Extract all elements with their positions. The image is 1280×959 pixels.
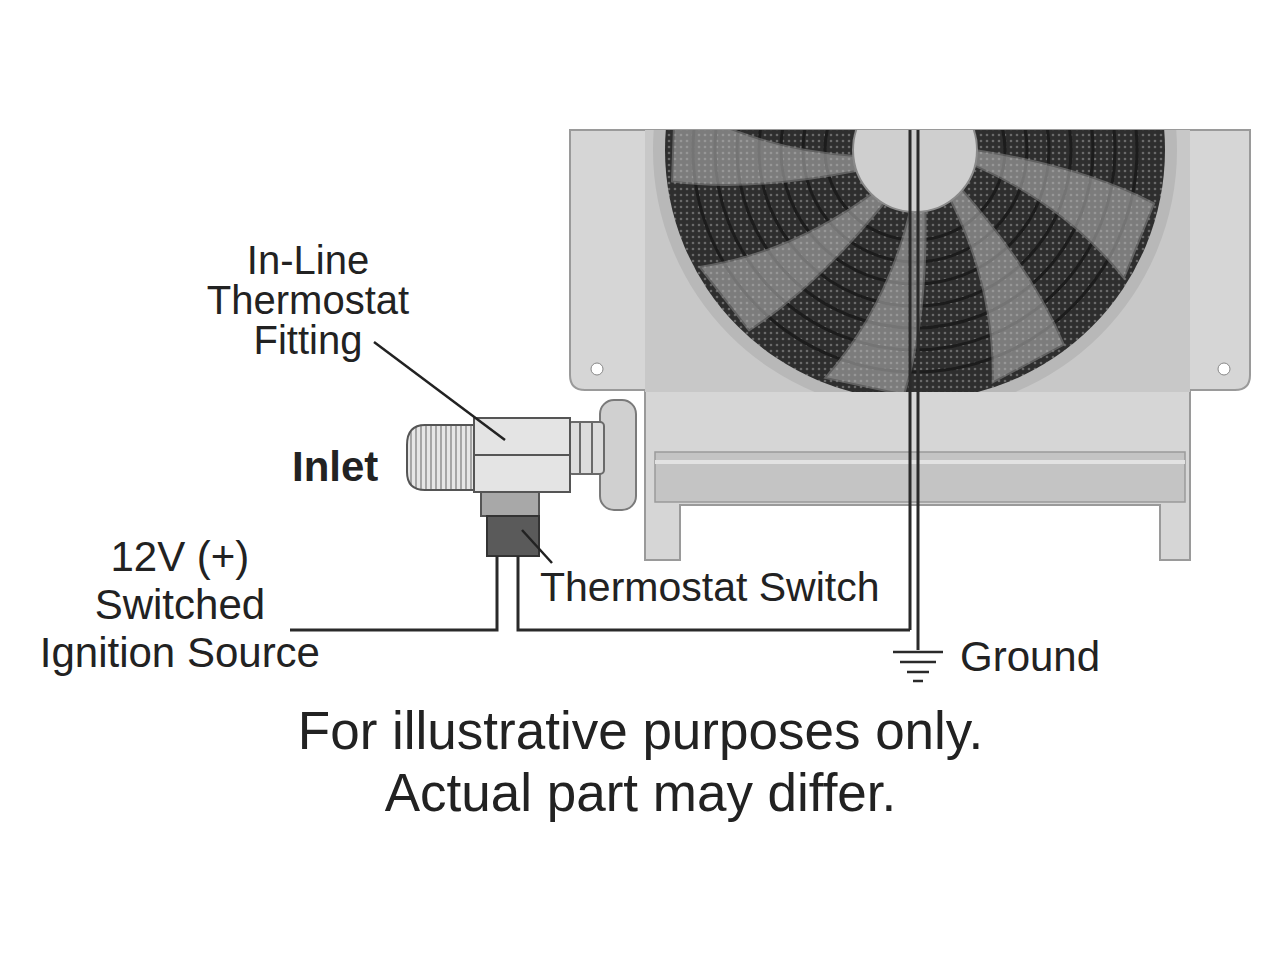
wire-label: Ground — [960, 633, 1100, 681]
leader-line — [522, 530, 552, 563]
flange — [600, 400, 636, 510]
fan — [653, 130, 1177, 392]
part-label: In-Line Thermostat Fitting — [188, 240, 428, 360]
nut — [568, 422, 604, 474]
wires — [290, 130, 918, 650]
ground-symbol — [893, 652, 943, 681]
caption: For illustrative purposes only. Actual p… — [243, 700, 1038, 824]
leader-line — [374, 342, 505, 440]
part-label: Thermostat Switch — [540, 563, 880, 611]
mount-hole — [591, 363, 603, 375]
wire-label: 12V (+) Switched Ignition Source — [35, 533, 325, 677]
thermostat-switch — [487, 516, 539, 556]
fan-blade — [672, 130, 859, 185]
inlet-thread — [407, 425, 474, 490]
port-label: Inlet — [292, 443, 378, 491]
switch-neck — [481, 492, 539, 516]
mount-hole — [1218, 363, 1230, 375]
fan-blade — [950, 189, 1064, 383]
fan-blade — [700, 193, 885, 330]
heater-tube — [655, 452, 1185, 502]
